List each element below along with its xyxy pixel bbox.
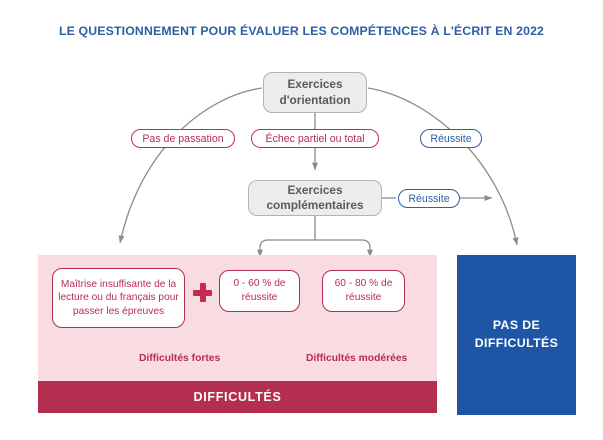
wire-branch-right-6080 — [315, 239, 373, 258]
node-exercices-complementaires[interactable]: Exercices complémentaires — [248, 180, 382, 216]
caption-difficultes-moderees: Difficultés modérées — [306, 353, 408, 364]
box-maitrise-insuffisante[interactable]: Maîtrise insuffisante de la lecture ou d… — [52, 268, 185, 328]
wire-orientation-to-maitrise — [118, 87, 263, 244]
box-0-60-pourcent[interactable]: 0 - 60 % de réussite — [219, 270, 300, 312]
box-60-80-pourcent[interactable]: 60 - 80 % de réussite — [322, 270, 405, 312]
wire-orientation-to-pas-de-difficultes — [367, 87, 519, 246]
label-reussite-orientation: Réussite — [420, 129, 482, 148]
caption-difficultes-fortes: Difficultés fortes — [139, 353, 221, 364]
page-title: LE QUESTIONNEMENT POUR ÉVALUER LES COMPÉ… — [58, 24, 545, 38]
pas-de-difficultes-panel: PAS DE DIFFICULTÉS — [457, 255, 576, 415]
plus-icon — [193, 283, 212, 302]
wire-branch-left-060 — [256, 239, 315, 258]
label-reussite-complementaires: Réussite — [398, 189, 460, 208]
node-exercices-orientation[interactable]: Exercices d'orientation — [263, 72, 367, 113]
difficultes-bar: DIFFICULTÉS — [38, 381, 437, 413]
label-echec-partiel-ou-total: Échec partiel ou total — [251, 129, 379, 148]
label-pas-de-passation: Pas de passation — [131, 129, 235, 148]
